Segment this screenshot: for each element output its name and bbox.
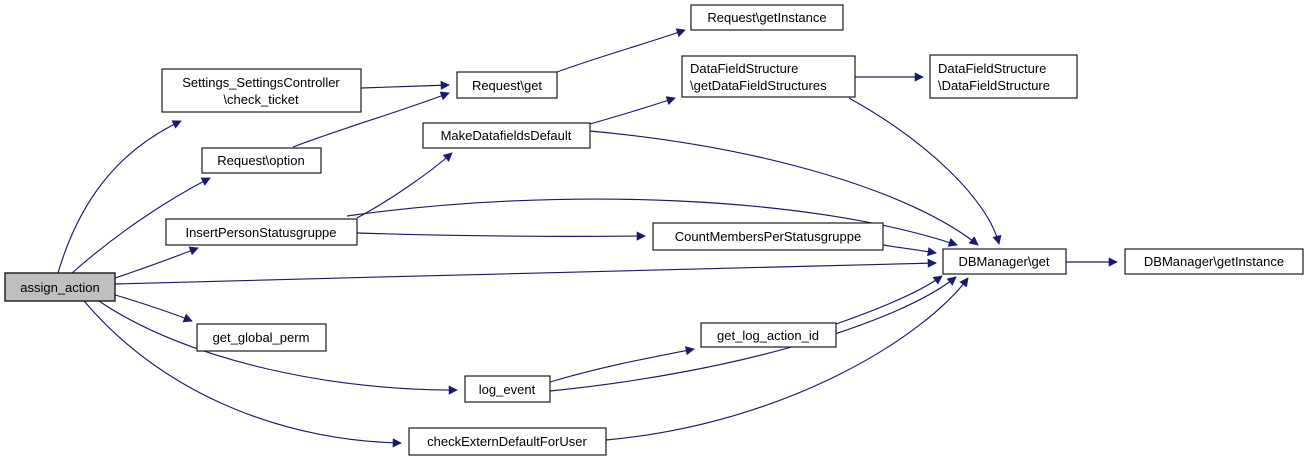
node-get-global-perm[interactable]: get_global_perm xyxy=(196,323,327,352)
node-label: assign_action xyxy=(20,280,100,295)
edge-assign-action-to-get-global-perm xyxy=(111,293,193,323)
node-settings-check-ticket[interactable]: Settings_SettingsController \check_ticke… xyxy=(161,68,362,113)
node-box xyxy=(161,68,362,113)
node-label-line1: Settings_SettingsController xyxy=(182,75,340,90)
node-box xyxy=(4,272,116,302)
node-get-log-action-id[interactable]: get_log_action_id xyxy=(700,322,837,348)
node-box xyxy=(196,323,327,352)
edge-insert-person-to-make-datafields-default xyxy=(356,152,453,219)
node-datafieldstructure-datafieldstructure[interactable]: DataFieldStructure \DataFieldStructure xyxy=(929,54,1078,99)
node-label: get_log_action_id xyxy=(717,328,819,343)
edge-assign-action-to-insert-person-statusgruppe xyxy=(114,246,199,279)
edge-assign-action-to-check-extern-default-for-user xyxy=(83,300,402,448)
edge-assign-action-to-check-ticket xyxy=(57,120,182,274)
edge-getdatafieldstructures-to-dbmanager-get xyxy=(848,97,1002,245)
node-box xyxy=(700,322,837,348)
node-box xyxy=(165,218,358,246)
node-label: Request\option xyxy=(217,153,304,168)
node-count-members-per-statusgruppe[interactable]: CountMembersPerStatusgruppe xyxy=(652,222,884,251)
node-label-line2: \check_ticket xyxy=(223,92,299,107)
node-dbmanager-get[interactable]: DBManager\get xyxy=(942,248,1067,275)
edge-make-datafields-to-getdatafieldstructures xyxy=(589,96,676,125)
node-box xyxy=(652,222,884,251)
node-box xyxy=(942,248,1067,275)
node-label: checkExternDefaultForUser xyxy=(427,434,587,449)
node-make-datafields-default[interactable]: MakeDatafieldsDefault xyxy=(422,122,591,149)
node-dbmanager-getinstance[interactable]: DBManager\getInstance xyxy=(1124,248,1304,275)
node-box xyxy=(929,54,1078,99)
edge-assign-action-to-dbmanager-get xyxy=(114,258,937,285)
node-box xyxy=(456,71,558,99)
node-label: DBManager\getInstance xyxy=(1144,254,1284,269)
node-label: InsertPersonStatusgruppe xyxy=(185,225,336,240)
edge-log-event-to-get-log-action-id xyxy=(549,346,695,383)
edge-request-get-to-request-getinstance xyxy=(556,28,686,73)
node-label-line2: \DataFieldStructure xyxy=(938,78,1050,93)
node-box xyxy=(201,147,322,174)
node-box xyxy=(690,4,844,31)
node-label: Request\get xyxy=(472,78,542,93)
edge-check-extern-to-dbmanager-get xyxy=(605,277,969,441)
node-label: DBManager\get xyxy=(958,254,1049,269)
node-request-get[interactable]: Request\get xyxy=(456,71,558,99)
edge-assign-action-to-request-option xyxy=(71,177,211,274)
node-box xyxy=(408,427,607,456)
edge-check-ticket-to-request-get xyxy=(360,80,450,90)
node-label-line2: \getDataFieldStructures xyxy=(690,78,827,93)
edge-request-option-to-request-get xyxy=(292,91,450,148)
edge-get-log-action-id-to-dbmanager-get xyxy=(835,275,943,325)
node-assign-action: assign_action xyxy=(4,272,116,302)
node-request-getinstance[interactable]: Request\getInstance xyxy=(690,4,844,31)
edge-insert-person-to-count-members xyxy=(356,231,646,241)
edge-assign-action-to-log-event xyxy=(98,300,458,395)
node-label: log_event xyxy=(479,382,536,397)
node-label-line1: DataFieldStructure xyxy=(690,61,798,76)
node-insert-person-statusgruppe[interactable]: InsertPersonStatusgruppe xyxy=(165,218,358,246)
node-label: CountMembersPerStatusgruppe xyxy=(675,229,861,244)
edge-make-datafields-to-dbmanager-get xyxy=(589,130,979,246)
node-box xyxy=(1124,248,1304,275)
node-datafieldstructure-getdatafieldstructures[interactable]: DataFieldStructure \getDataFieldStructur… xyxy=(681,55,856,98)
edges xyxy=(57,28,1118,448)
node-label: MakeDatafieldsDefault xyxy=(441,128,572,143)
node-request-option[interactable]: Request\option xyxy=(201,147,322,174)
node-label-line1: DataFieldStructure xyxy=(938,61,1046,76)
edge-count-members-to-dbmanager-get xyxy=(882,244,937,257)
node-label: Request\getInstance xyxy=(707,10,826,25)
node-check-extern-default-for-user[interactable]: checkExternDefaultForUser xyxy=(408,427,607,456)
node-box xyxy=(422,122,591,149)
node-box xyxy=(464,375,551,403)
node-label: get_global_perm xyxy=(213,330,310,345)
node-box xyxy=(681,55,856,98)
edge-insert-person-to-dbmanager-get xyxy=(346,198,958,247)
node-log-event[interactable]: log_event xyxy=(464,375,551,403)
